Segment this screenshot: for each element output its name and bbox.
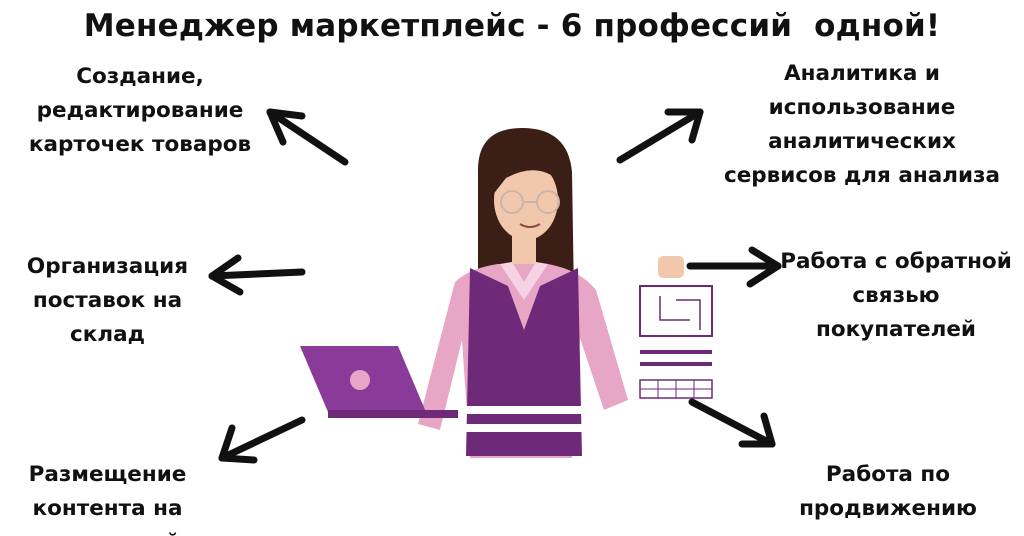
profession-card-creation: Создание, редактирование карточек товаро…	[28, 64, 252, 157]
profession-supply-organization: Организация поставок на склад	[26, 254, 189, 347]
profession-customer-feedback: Работа с обратной связью покупателей	[780, 249, 1012, 342]
vest-stripe-1	[466, 406, 582, 414]
arrow-to-supply	[208, 254, 306, 296]
laptop-icon	[300, 346, 458, 418]
profession-promotion: Работа по продвижению	[799, 462, 977, 521]
profession-content-placement: Размещение контента на площадкой	[28, 462, 187, 536]
arrow-to-card-creation	[266, 108, 349, 166]
document-icon	[639, 285, 713, 399]
hand	[658, 256, 684, 278]
arrow-to-promotion	[688, 398, 776, 448]
arrow-to-feedback	[686, 246, 782, 288]
face	[494, 160, 558, 240]
collar	[500, 262, 548, 300]
glasses-icon	[500, 190, 560, 214]
arrow-to-analytics	[616, 108, 704, 164]
hair-front	[491, 148, 562, 196]
vest-stripe-2	[466, 424, 582, 432]
page-title: Менеджер маркетплейс - 6 профессий одной…	[83, 8, 941, 44]
profession-analytics: Аналитика и использование аналитических …	[723, 61, 1001, 188]
mouth	[519, 223, 541, 228]
arrow-to-content	[218, 416, 306, 464]
